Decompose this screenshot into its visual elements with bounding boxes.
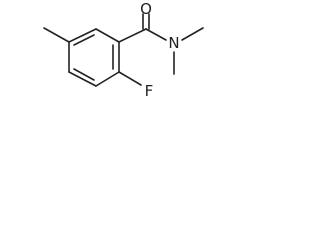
- benzene-ring: [68, 28, 120, 87]
- n-methyl-bond-upper: [181, 27, 204, 41]
- ring-bond-c2-c3: [68, 28, 97, 43]
- carbonyl-carbon-bond: [118, 28, 147, 43]
- chemical-structure-diagram: F O N: [43, 0, 204, 100]
- methyl-bond: [43, 27, 70, 43]
- oxygen-atom-label: O: [140, 0, 152, 18]
- nitrogen-atom-label: N: [168, 34, 179, 52]
- ring-bond-c4-c5: [68, 71, 97, 87]
- fluorine-bond: [118, 71, 142, 86]
- carbon-nitrogen-bond: [145, 28, 167, 41]
- ring-double-bond-c4-c5: [73, 68, 95, 81]
- ring-bond-c1-c2: [95, 28, 120, 43]
- ring-double-bond-c2-c3: [73, 34, 95, 46]
- fluorine-atom-label: F: [145, 82, 154, 100]
- ring-bond-c5-c6: [95, 71, 120, 87]
